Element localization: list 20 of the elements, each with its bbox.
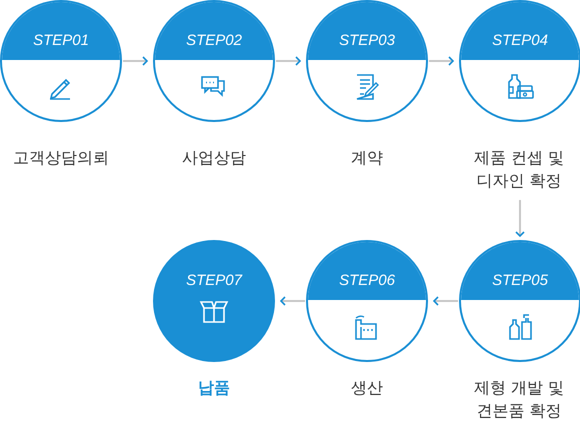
arrow (123, 56, 148, 66)
step-caption: 생산 (350, 377, 384, 399)
step-caption: 사업상담 (181, 147, 247, 169)
arrow (280, 296, 305, 306)
step-number: STEP02 (185, 32, 243, 50)
step-caption: 고객상담의뢰 (12, 147, 110, 169)
step-caption: 납품 (197, 377, 231, 399)
arrow (433, 296, 458, 306)
step-number: STEP06 (338, 272, 396, 290)
step-caption: 제형 개발 및 견본품 확정 (472, 377, 566, 422)
step-number: STEP07 (185, 272, 244, 290)
arrow (515, 200, 525, 237)
step-caption: 제품 컨셉 및 디자인 확정 (472, 147, 566, 192)
step-number: STEP03 (338, 32, 396, 50)
step-number: STEP04 (491, 32, 549, 50)
arrow (429, 56, 454, 66)
step-caption: 계약 (350, 147, 384, 169)
step-number: STEP01 (32, 32, 90, 50)
arrow (276, 56, 301, 66)
step-number: STEP05 (491, 272, 549, 290)
